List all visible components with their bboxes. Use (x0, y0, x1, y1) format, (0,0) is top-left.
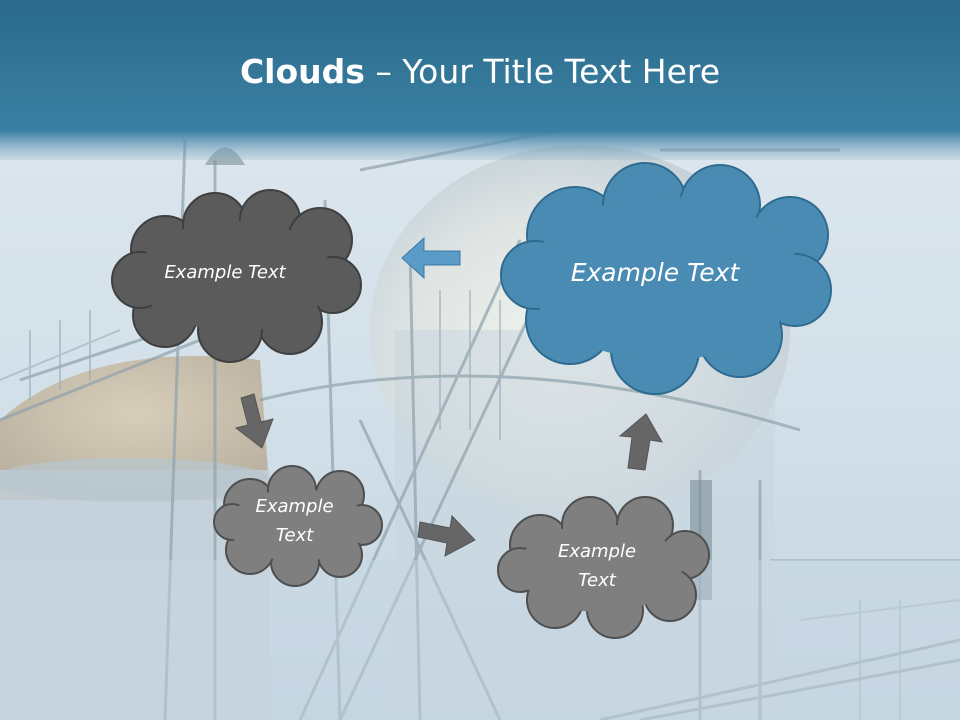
arrow-left-icon (401, 236, 461, 280)
cloud-bottom-left-text: Example Text (222, 492, 367, 550)
cloud-bottom-left-line1: Example (255, 496, 334, 517)
cloud-bottom-right-line2: Text (578, 570, 616, 591)
arrow-right-icon (417, 514, 476, 557)
title-rest: – Your Title Text Here (364, 52, 721, 91)
arrow-up-icon (618, 413, 663, 471)
arrow-down-icon (234, 393, 274, 449)
cloud-bottom-right-text: Example Text (512, 537, 682, 595)
cloud-top-right-text: Example Text (570, 258, 740, 287)
cloud-bottom-right-line1: Example (557, 541, 637, 562)
cloud-top-left-text: Example Text (164, 262, 286, 283)
title-bold: Clouds (239, 52, 365, 91)
slide-title: Clouds – Your Title Text Here (0, 52, 960, 91)
cloud-bottom-left-line2: Text (275, 525, 314, 546)
